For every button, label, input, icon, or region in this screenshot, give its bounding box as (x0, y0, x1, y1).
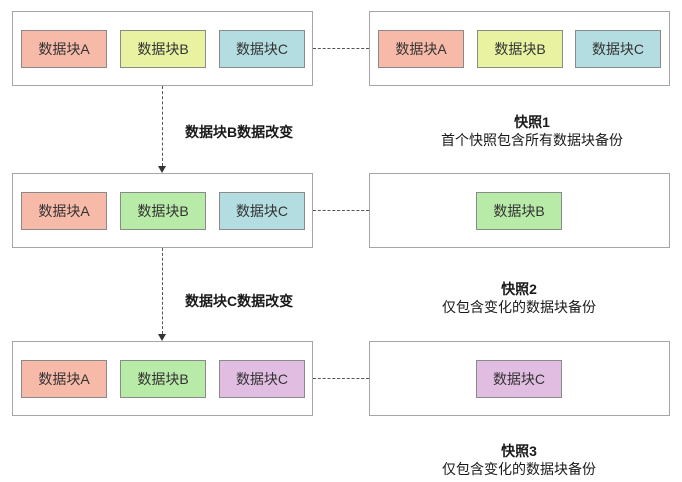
source-1-block-c: 数据块C (219, 30, 305, 68)
snapshot-2-desc: 仅包含变化的数据块备份 (442, 299, 596, 315)
snapshot-1-block-c: 数据块C (575, 30, 661, 68)
source-1-block-b: 数据块B (120, 30, 206, 68)
source-1-block-a: 数据块A (21, 30, 107, 68)
link-line-1 (313, 48, 369, 49)
source-2-block-b: 数据块B (120, 192, 206, 230)
snapshot-1-desc: 首个快照包含所有数据块备份 (441, 132, 623, 148)
source-3-block-b: 数据块B (120, 360, 206, 398)
snapshot-2-block-b: 数据块B (476, 192, 562, 230)
arrow-1-head (158, 166, 166, 173)
arrow-2-line (162, 248, 163, 334)
snapshot-3-caption: 快照3 仅包含变化的数据块备份 (389, 442, 649, 478)
link-line-3 (313, 378, 369, 379)
link-line-2 (313, 210, 369, 211)
snapshot-1-title: 快照1 (514, 114, 550, 130)
source-2-block-a: 数据块A (21, 192, 107, 230)
snapshot-1-block-b: 数据块B (477, 30, 563, 68)
arrow-2-head (158, 334, 166, 341)
change-label-1: 数据块B数据改变 (185, 124, 294, 140)
source-2-block-c: 数据块C (219, 192, 305, 230)
source-3-block-c: 数据块C (219, 360, 305, 398)
snapshot-1-block-a: 数据块A (378, 30, 464, 68)
change-label-2: 数据块C数据改变 (185, 293, 294, 309)
snapshot-2-title: 快照2 (501, 281, 537, 297)
snapshot-1-caption: 快照1 首个快照包含所有数据块备份 (402, 113, 662, 149)
snapshot-2-caption: 快照2 仅包含变化的数据块备份 (389, 280, 649, 316)
source-3-block-a: 数据块A (21, 360, 107, 398)
snapshot-3-desc: 仅包含变化的数据块备份 (442, 461, 596, 477)
arrow-1-line (162, 86, 163, 166)
snapshot-3-block-c: 数据块C (476, 360, 562, 398)
snapshot-3-title: 快照3 (501, 443, 537, 459)
